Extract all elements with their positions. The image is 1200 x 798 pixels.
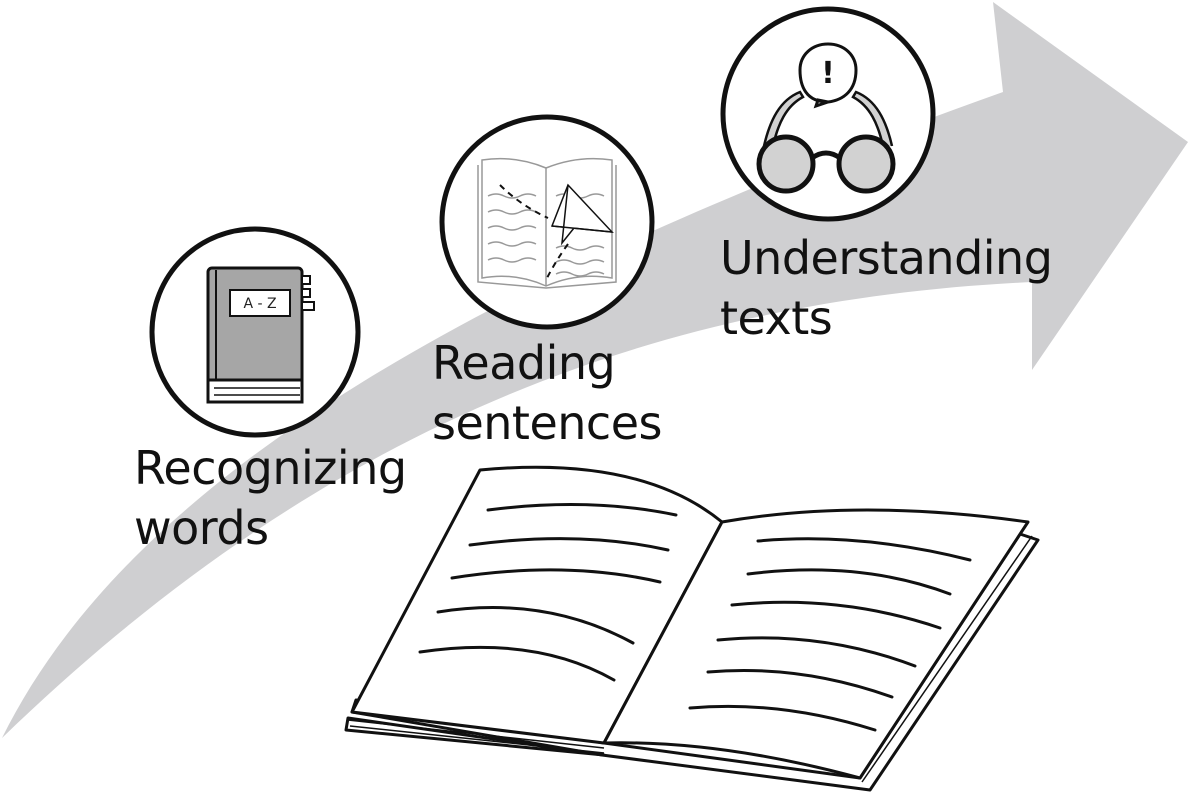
stage-2-label-line-1: Reading bbox=[432, 336, 616, 390]
stage-2-icon-circle bbox=[439, 114, 655, 330]
open-book-icon bbox=[344, 465, 1040, 792]
open-book-paper-plane-icon bbox=[477, 157, 617, 289]
stage-3-label: Understanding texts bbox=[720, 228, 1053, 348]
flight-path-line-lower bbox=[545, 243, 569, 281]
glasses-right-lens bbox=[836, 134, 896, 194]
speech-bubble-icon bbox=[798, 42, 858, 109]
glasses-left-arm bbox=[762, 90, 805, 147]
stage-2-label: Reading sentences bbox=[432, 333, 662, 453]
stage-1-label-line-2: words bbox=[134, 501, 269, 555]
glasses-speech-bubble-icon: ! bbox=[756, 42, 896, 194]
dictionary-book-icon: A - Z bbox=[206, 266, 315, 404]
stage-3-icon-circle: ! bbox=[720, 6, 936, 222]
stage-3-label-line-1: Understanding bbox=[720, 231, 1053, 285]
exclamation-mark: ! bbox=[821, 56, 835, 91]
az-tag-label: A - Z bbox=[243, 296, 276, 312]
glasses-right-arm bbox=[851, 90, 894, 147]
stage-1-icon-circle: A - Z bbox=[149, 226, 361, 438]
glasses-bridge bbox=[810, 150, 842, 161]
stage-1-label-line-1: Recognizing bbox=[134, 441, 407, 495]
stage-1-label: Recognizing words bbox=[134, 438, 407, 558]
flight-path-line bbox=[499, 184, 549, 219]
stage-2-label-line-2: sentences bbox=[432, 396, 662, 450]
stage-3-label-line-2: texts bbox=[720, 291, 833, 345]
glasses-left-lens bbox=[756, 134, 816, 194]
paper-plane-icon bbox=[550, 183, 614, 246]
